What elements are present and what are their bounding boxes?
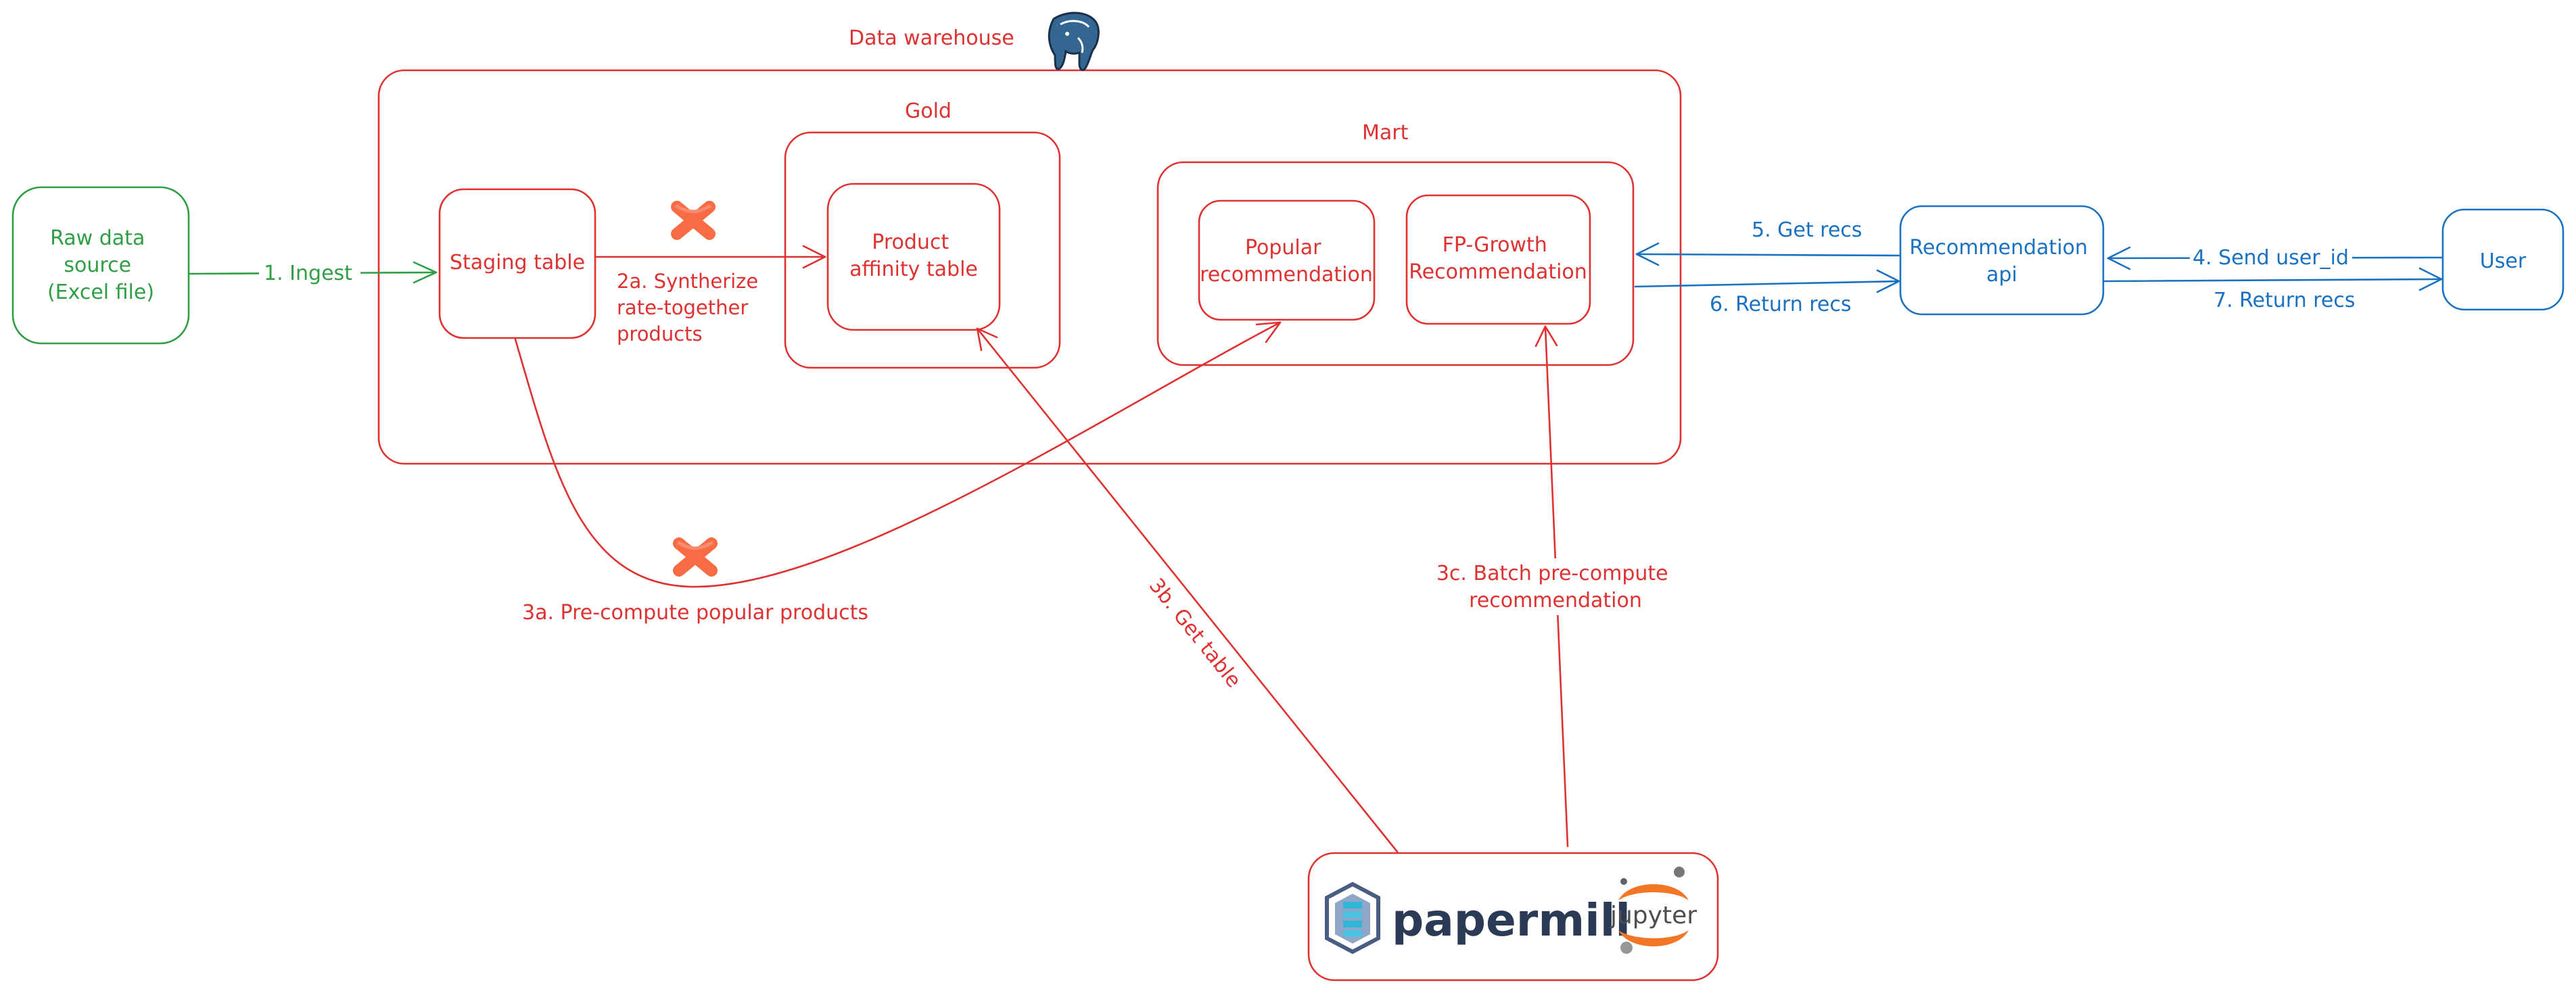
- popular-recommendation-label: Popular recommendation: [1200, 236, 1373, 287]
- edge-precompute-popular-label: 3a. Pre-compute popular products: [522, 601, 868, 625]
- edge-get-recs: 5. Get recs: [1635, 218, 1900, 266]
- staging-table-label: Staging table: [450, 251, 585, 274]
- edge-batch-precompute-line-1: 3c. Batch pre-compute: [1436, 562, 1668, 585]
- fpgrowth-recommendation-label: FP-Growth Recommendation: [1409, 233, 1587, 284]
- user-label: User: [2480, 249, 2527, 273]
- fpgrowth-recommendation-line-1: FP-Growth: [1443, 233, 1547, 257]
- raw-data-source-line-1: Raw data: [50, 226, 145, 250]
- popular-recommendation-node: [1198, 199, 1376, 321]
- recommendation-api-line-2: api: [1986, 263, 2017, 287]
- postgresql-elephant-icon: [1048, 11, 1100, 72]
- gold-container: [784, 131, 1061, 369]
- recommendation-api-label: Recommendation api: [1909, 236, 2094, 287]
- product-affinity-table-label: Product affinity table: [849, 231, 978, 281]
- fpgrowth-recommendation-node: [1405, 194, 1591, 325]
- edge-batch-precompute-label: 3c. Batch pre-compute recommendation: [1436, 562, 1675, 612]
- edge-return-recs-user: 7. Return recs: [2103, 267, 2443, 312]
- dagster-icon: [671, 201, 716, 240]
- raw-data-source-line-3: (Excel file): [47, 281, 154, 304]
- edge-return-recs-user-label: 7. Return recs: [2214, 289, 2356, 312]
- edge-precompute-popular: 3a. Pre-compute popular products: [514, 321, 1282, 625]
- dagster-icon-2: [673, 537, 718, 577]
- raw-data-source-node: [11, 186, 190, 345]
- product-affinity-line-1: Product: [872, 231, 949, 254]
- recommendation-api-node: [1899, 205, 2105, 316]
- product-affinity-table-node: [826, 183, 1001, 331]
- edge-ingest-label: 1. Ingest: [264, 262, 352, 285]
- jupyter-wordmark: jupyter: [1610, 902, 1697, 929]
- edge-get-recs-label: 5. Get recs: [1752, 218, 1862, 242]
- edge-synthesize: 2a. Syntherize rate-together products: [594, 245, 826, 345]
- edge-batch-precompute-line-2: recommendation: [1469, 589, 1642, 612]
- papermill-wordmark: papermill: [1392, 894, 1631, 946]
- raw-data-source-line-2: source: [64, 253, 131, 277]
- edge-send-user-id: 4. Send user_id: [2107, 245, 2443, 270]
- edge-ingest: 1. Ingest: [187, 259, 438, 285]
- papermill-icon: [1325, 881, 1380, 954]
- gold-title: Gold: [905, 99, 952, 123]
- fpgrowth-recommendation-line-2: Recommendation: [1409, 260, 1587, 284]
- edge-send-user-id-label: 4. Send user_id: [2193, 246, 2349, 270]
- data-warehouse-container: [377, 69, 1682, 465]
- mart-title: Mart: [1362, 121, 1409, 145]
- edge-get-table: 3b. Get table: [976, 327, 1399, 853]
- raw-data-source-label: Raw data source (Excel file): [47, 226, 154, 304]
- jupyter-icon: jupyter: [1610, 867, 1697, 954]
- data-warehouse-title: Data warehouse: [849, 26, 1014, 50]
- edge-synthesize-line-1: 2a. Syntherize: [617, 270, 758, 293]
- edge-synthesize-line-2: rate-together: [617, 296, 748, 319]
- notebook-runner-node: [1307, 852, 1719, 982]
- edge-synthesize-label: 2a. Syntherize rate-together products: [617, 270, 764, 345]
- gold-layer: Gold Product affinity table: [784, 99, 1061, 369]
- mart-layer: Mart Popular recommendation FP-Growth Re…: [1156, 121, 1635, 366]
- staging-table-node: [438, 188, 596, 339]
- notebook-runner-group: papermill jupyter: [1307, 852, 1719, 982]
- edge-return-recs-api-label: 6. Return recs: [1710, 293, 1852, 316]
- edge-get-table-label: 3b. Get table: [1144, 574, 1246, 692]
- user-node: [2441, 208, 2565, 311]
- popular-recommendation-line-1: Popular: [1245, 236, 1321, 260]
- edge-return-recs-api: 6. Return recs: [1634, 269, 1900, 316]
- product-affinity-line-2: affinity table: [849, 258, 978, 281]
- data-warehouse-group: Data warehouse: [377, 11, 1682, 465]
- edge-batch-precompute: 3c. Batch pre-compute recommendation: [1430, 325, 1682, 848]
- popular-recommendation-line-2: recommendation: [1200, 263, 1373, 287]
- edge-synthesize-line-3: products: [617, 322, 703, 345]
- recommendation-api-line-1: Recommendation: [1909, 236, 2088, 260]
- mart-container: [1156, 161, 1635, 366]
